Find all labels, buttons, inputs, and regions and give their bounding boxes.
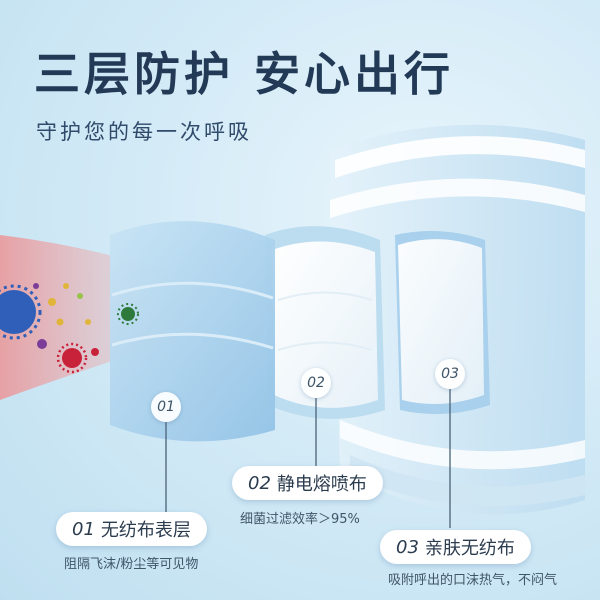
layer-01-label: 01 无纺布表层 — [56, 512, 207, 546]
layer-02-sheet — [265, 226, 385, 419]
layer-02-number: 02 — [248, 472, 271, 494]
layer-01-badge: 01 — [151, 392, 181, 422]
layer-02-label: 02 静电熔喷布 — [232, 466, 383, 500]
leader-lines — [165, 389, 451, 528]
subheadline: 守护您的每一次呼吸 — [36, 120, 252, 144]
headline: 三层防护 安心出行 — [34, 47, 455, 101]
layer-03-number: 03 — [396, 536, 419, 558]
virus-cluster — [0, 283, 139, 374]
layer-01-title: 无纺布表层 — [100, 520, 191, 541]
layer-02-desc: 细菌过滤效率＞95% — [240, 512, 360, 527]
layer-02-title: 静电熔喷布 — [276, 474, 367, 495]
layer-02-badge: 02 — [301, 368, 331, 398]
layer-03-desc: 吸附呼出的口沫热气，不闷气 — [388, 573, 558, 588]
layer-01-number: 01 — [72, 518, 95, 540]
layer-01-sheet — [110, 221, 275, 442]
layer-03-title: 亲肤无纺布 — [424, 538, 515, 559]
layer-03-label: 03 亲肤无纺布 — [380, 530, 531, 564]
layer-03-badge: 03 — [435, 359, 465, 389]
layer-03-sheet — [395, 231, 490, 414]
layer-01-desc: 阻隔飞沫/粉尘等可见物 — [64, 557, 199, 572]
